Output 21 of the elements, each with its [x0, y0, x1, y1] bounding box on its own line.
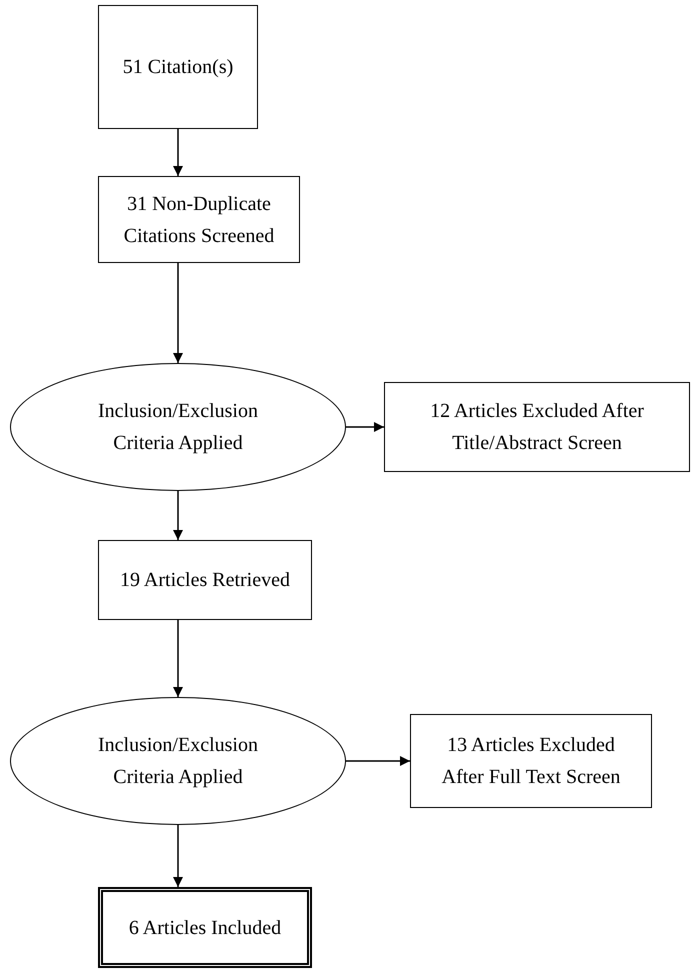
process-box [98, 540, 312, 620]
node-label: Inclusion/Exclusion Criteria Applied [97, 399, 259, 456]
arrow [173, 825, 183, 887]
arrow [346, 756, 410, 766]
arrow [346, 422, 384, 432]
node-label: 19 Articles Retrieved [120, 568, 290, 593]
node-label: 51 Citation(s) [122, 55, 234, 80]
process-box [98, 176, 300, 263]
process-box [410, 714, 652, 808]
arrow [173, 491, 183, 540]
arrow [173, 263, 183, 363]
arrow [173, 129, 183, 176]
arrow [173, 620, 183, 697]
node-label: 6 Articles Included [128, 916, 282, 940]
node-label: 13 Articles Excluded After Full Text Screen [440, 733, 622, 790]
process-box [98, 887, 312, 968]
node-label: 12 Articles Excluded After Title/Abstract Screen [429, 399, 645, 456]
node-label: 31 Non-Duplicate Citations Screened [122, 192, 276, 248]
node-label: Inclusion/Exclusion Criteria Applied [97, 733, 259, 790]
process-box [384, 382, 690, 472]
process-box [98, 5, 258, 129]
